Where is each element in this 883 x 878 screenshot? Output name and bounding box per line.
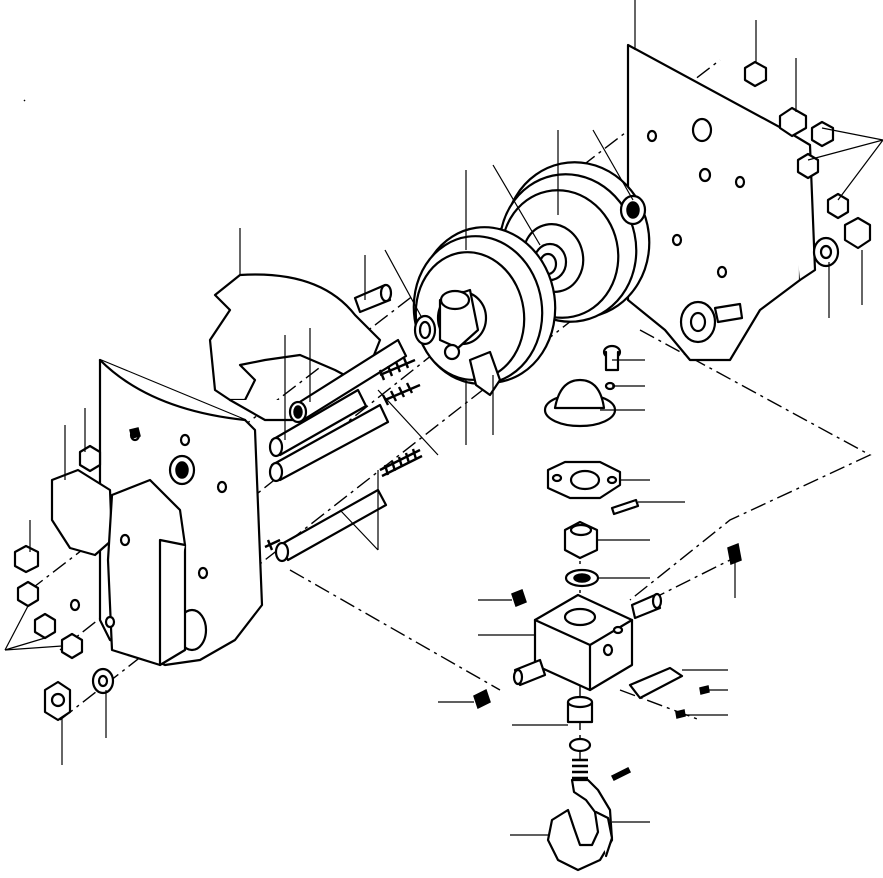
grease-fittings (129, 427, 742, 719)
hook-nut (563, 520, 600, 588)
sheave-front (412, 226, 557, 397)
spacer-tubes (268, 283, 408, 563)
side-plate-left (50, 428, 187, 667)
hook (546, 695, 632, 872)
washers (91, 236, 840, 695)
cap (543, 344, 622, 428)
threaded-rods (264, 357, 423, 551)
nuts (13, 60, 872, 722)
hook-block (512, 592, 663, 692)
side-plate-right (626, 43, 817, 362)
stray-mark (23, 99, 26, 102)
leader-lines (4, 0, 883, 836)
swivel-plate (546, 460, 640, 516)
name-plate (628, 666, 684, 700)
